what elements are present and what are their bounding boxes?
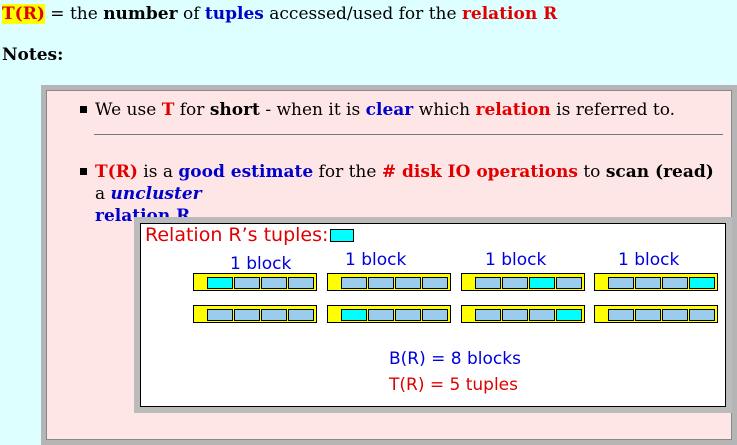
tuple-slot-empty — [288, 277, 314, 289]
tuple-slot-empty — [368, 309, 394, 321]
bullet-marker — [80, 168, 87, 175]
bullet-marker — [80, 106, 87, 113]
note2-tr: T(R) — [95, 162, 138, 182]
note2-good-estimate: good estimate — [178, 162, 314, 182]
note-item-1: We use T for short - when it is clear wh… — [95, 99, 675, 121]
tuple-slot-empty — [207, 309, 233, 321]
t-r-value: T(R) = 5 tuples — [389, 375, 519, 395]
disk-block — [461, 273, 585, 291]
word-of: of — [182, 4, 200, 24]
block-label: 1 block — [485, 250, 547, 270]
tuple-slot-empty — [234, 309, 260, 321]
tuple-slot-empty — [234, 277, 260, 289]
term-tr: T(R) — [2, 4, 45, 24]
tuple-slot-empty — [475, 309, 501, 321]
note1-text: is referred to. — [556, 100, 676, 120]
tuple-slot-used — [529, 277, 555, 289]
word-relation-r: relation R — [461, 4, 558, 24]
note1-text: We use — [95, 100, 157, 120]
note2-text: is a — [143, 162, 173, 182]
tuple-slot-empty — [635, 277, 661, 289]
tuple-slot-empty — [261, 309, 287, 321]
tuple-slot-empty — [502, 277, 528, 289]
tuple-slot-empty — [608, 277, 634, 289]
note1-text: for — [179, 100, 205, 120]
disk-block — [193, 305, 317, 323]
tuple-slot-used — [556, 309, 582, 321]
disk-block — [327, 273, 451, 291]
tuple-slot-empty — [341, 277, 367, 289]
definition-line: T(R) = the number of tuples accessed/use… — [2, 4, 557, 24]
tuple-slot-empty — [261, 277, 287, 289]
note1-text: which — [418, 100, 471, 120]
block-label: 1 block — [345, 250, 407, 270]
tuple-legend-swatch — [330, 229, 355, 242]
note-item-2: T(R) is a good estimate for the # disk I… — [95, 161, 725, 227]
figure-frame: Relation R’s tuples: 1 block 1 block 1 b… — [134, 217, 732, 413]
tuple-slot-empty — [395, 309, 421, 321]
word-number: number — [103, 4, 178, 24]
equals: = — [50, 4, 65, 24]
tuple-slot-empty — [502, 309, 528, 321]
tuple-slot-used — [689, 277, 715, 289]
tuple-slot-empty — [422, 309, 448, 321]
note1-relation: relation — [475, 100, 551, 120]
note2-text: for the — [318, 162, 377, 182]
word-tuples: tuples — [204, 4, 264, 24]
block-label: 1 block — [230, 254, 292, 274]
note2-text: a — [95, 184, 106, 204]
tuple-slot-empty — [395, 277, 421, 289]
tuple-slot-empty — [529, 309, 555, 321]
note2-disk-io: # disk IO operations — [381, 162, 578, 182]
tuple-slot-empty — [689, 309, 715, 321]
note1-text: - when it is — [265, 100, 361, 120]
disk-block — [594, 305, 718, 323]
block-label: 1 block — [618, 250, 680, 270]
note2-scan: scan (read) — [605, 162, 714, 182]
disk-block — [461, 305, 585, 323]
definition-rest: accessed/used for the — [269, 4, 457, 24]
tuple-slot-empty — [608, 309, 634, 321]
word-the: the — [69, 4, 98, 24]
figure-title: Relation R’s tuples: — [145, 224, 355, 246]
figure-title-text: Relation R’s tuples: — [145, 224, 329, 246]
tuple-slot-empty — [422, 277, 448, 289]
tuple-slot-used — [341, 309, 367, 321]
figure-canvas: Relation R’s tuples: 1 block 1 block 1 b… — [140, 223, 726, 407]
note1-clear: clear — [365, 100, 414, 120]
disk-block — [327, 305, 451, 323]
tuple-slot-used — [207, 277, 233, 289]
note2-uncluster: uncluster — [110, 184, 202, 204]
divider — [94, 134, 723, 135]
notes-panel: We use T for short - when it is clear wh… — [46, 90, 732, 440]
tuple-slot-empty — [662, 277, 688, 289]
note1-t: T — [161, 100, 175, 120]
tuple-slot-empty — [662, 309, 688, 321]
notes-box: We use T for short - when it is clear wh… — [41, 85, 737, 445]
tuple-slot-empty — [635, 309, 661, 321]
note2-text: to — [583, 162, 601, 182]
notes-heading: Notes: — [2, 45, 64, 65]
tuple-slot-empty — [556, 277, 582, 289]
tuple-slot-empty — [288, 309, 314, 321]
b-r-value: B(R) = 8 blocks — [389, 349, 521, 369]
tuple-slot-empty — [368, 277, 394, 289]
note1-short: short — [209, 100, 260, 120]
tuple-slot-empty — [475, 277, 501, 289]
disk-block — [193, 273, 317, 291]
disk-block — [594, 273, 718, 291]
